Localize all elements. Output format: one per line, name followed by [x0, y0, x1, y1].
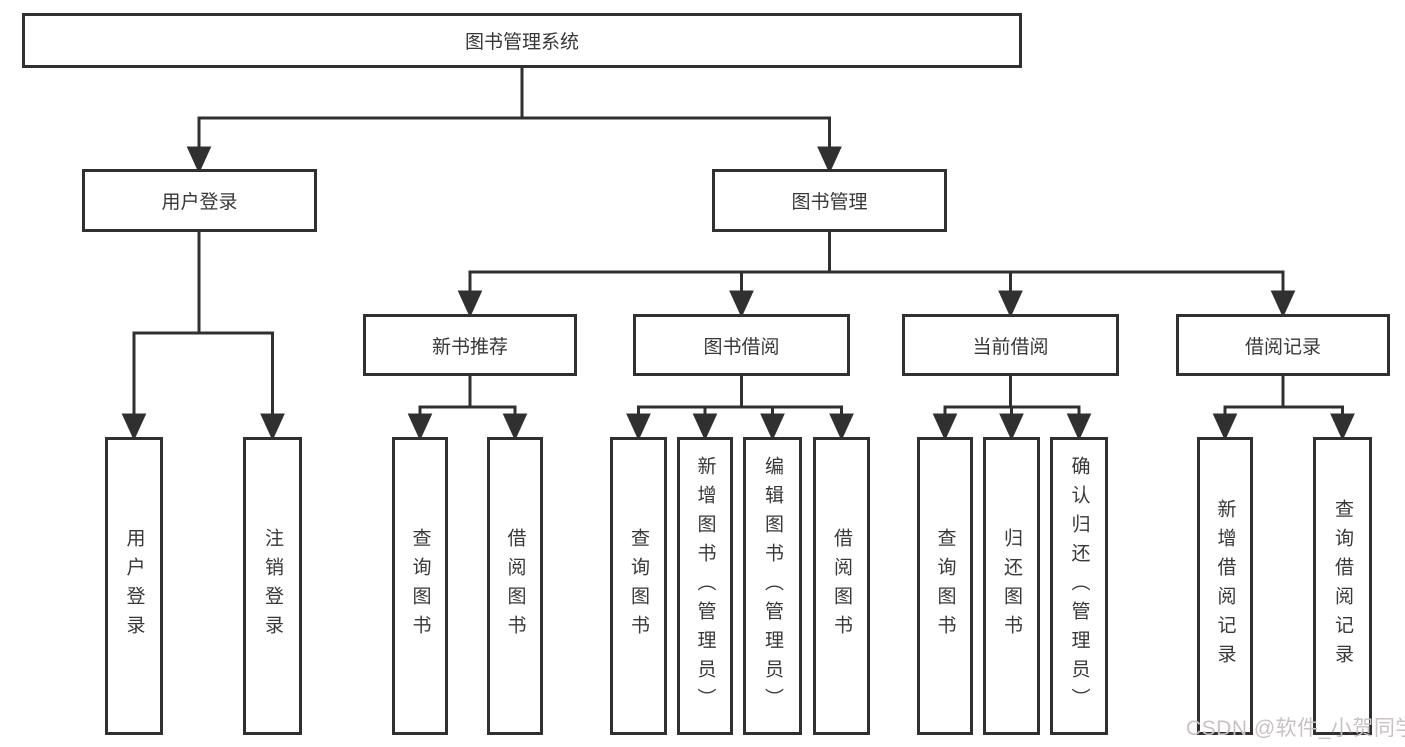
watermark-text: CSDN @软件_小贺同学	[1186, 717, 1405, 740]
leaf-confirm-return-admin: 确认归还（管理员）	[1050, 437, 1108, 735]
leaf-return-books: 归还图书	[983, 437, 1040, 735]
node-borrowing-records: 借阅记录	[1176, 314, 1390, 376]
leaf-logout: 注销登录	[243, 437, 302, 735]
leaf-add-borrow-record: 新增借阅记录	[1197, 437, 1253, 735]
node-current-borrowing: 当前借阅	[902, 314, 1119, 376]
node-user-login: 用户登录	[82, 169, 317, 232]
leaf-borrow-books-recommend: 借阅图书	[487, 437, 543, 735]
leaf-add-book-admin: 新增图书（管理员）	[677, 437, 733, 735]
node-book-borrowing: 图书借阅	[633, 314, 850, 376]
node-book-management: 图书管理	[712, 169, 947, 232]
leaf-edit-book-admin: 编辑图书（管理员）	[743, 437, 802, 735]
leaf-query-books-borrowing: 查询图书	[610, 437, 667, 735]
leaf-query-books-recommend: 查询图书	[392, 437, 448, 735]
leaf-query-borrow-record: 查询借阅记录	[1313, 437, 1372, 735]
leaf-borrow-books: 借阅图书	[813, 437, 870, 735]
leaf-user-login: 用户登录	[105, 437, 163, 735]
node-new-book-recommendation: 新书推荐	[363, 314, 577, 376]
node-library-management-system: 图书管理系统	[22, 13, 1022, 68]
leaf-query-books-current: 查询图书	[917, 437, 973, 735]
